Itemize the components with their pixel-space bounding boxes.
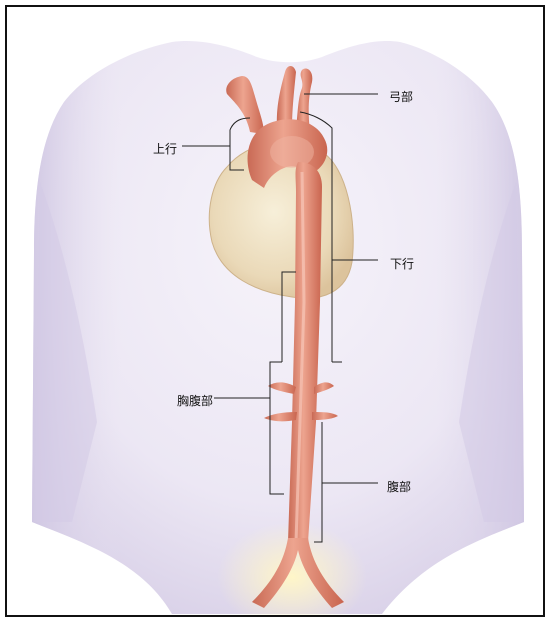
aorta-anatomy-illustration: [7, 7, 545, 617]
label-ascending: 上行: [153, 142, 177, 156]
label-arch: 弓部: [389, 90, 413, 104]
label-abdominal: 腹部: [387, 480, 411, 494]
label-descending: 下行: [390, 257, 414, 271]
illustration-frame: 弓部 上行 下行 胸腹部 腹部: [5, 5, 545, 617]
label-thoracoabdominal: 胸腹部: [177, 394, 213, 408]
